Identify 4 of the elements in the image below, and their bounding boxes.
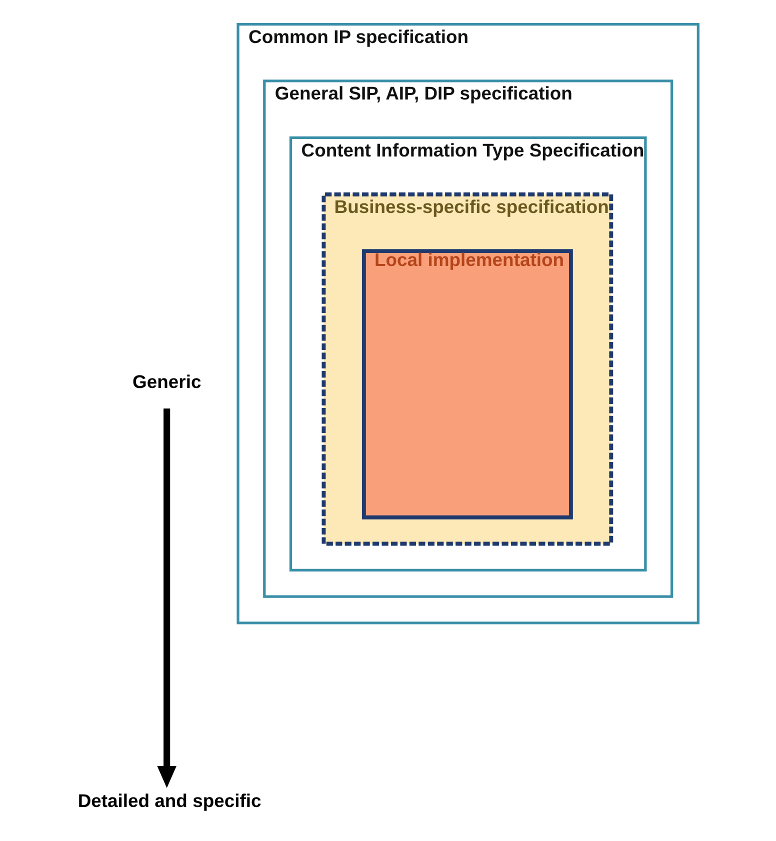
node-box: Local implementation — [362, 249, 573, 520]
node-text: Generic — [132, 370, 202, 392]
arrow — [157, 408, 176, 788]
node-text: Detailed and specific — [78, 790, 262, 812]
